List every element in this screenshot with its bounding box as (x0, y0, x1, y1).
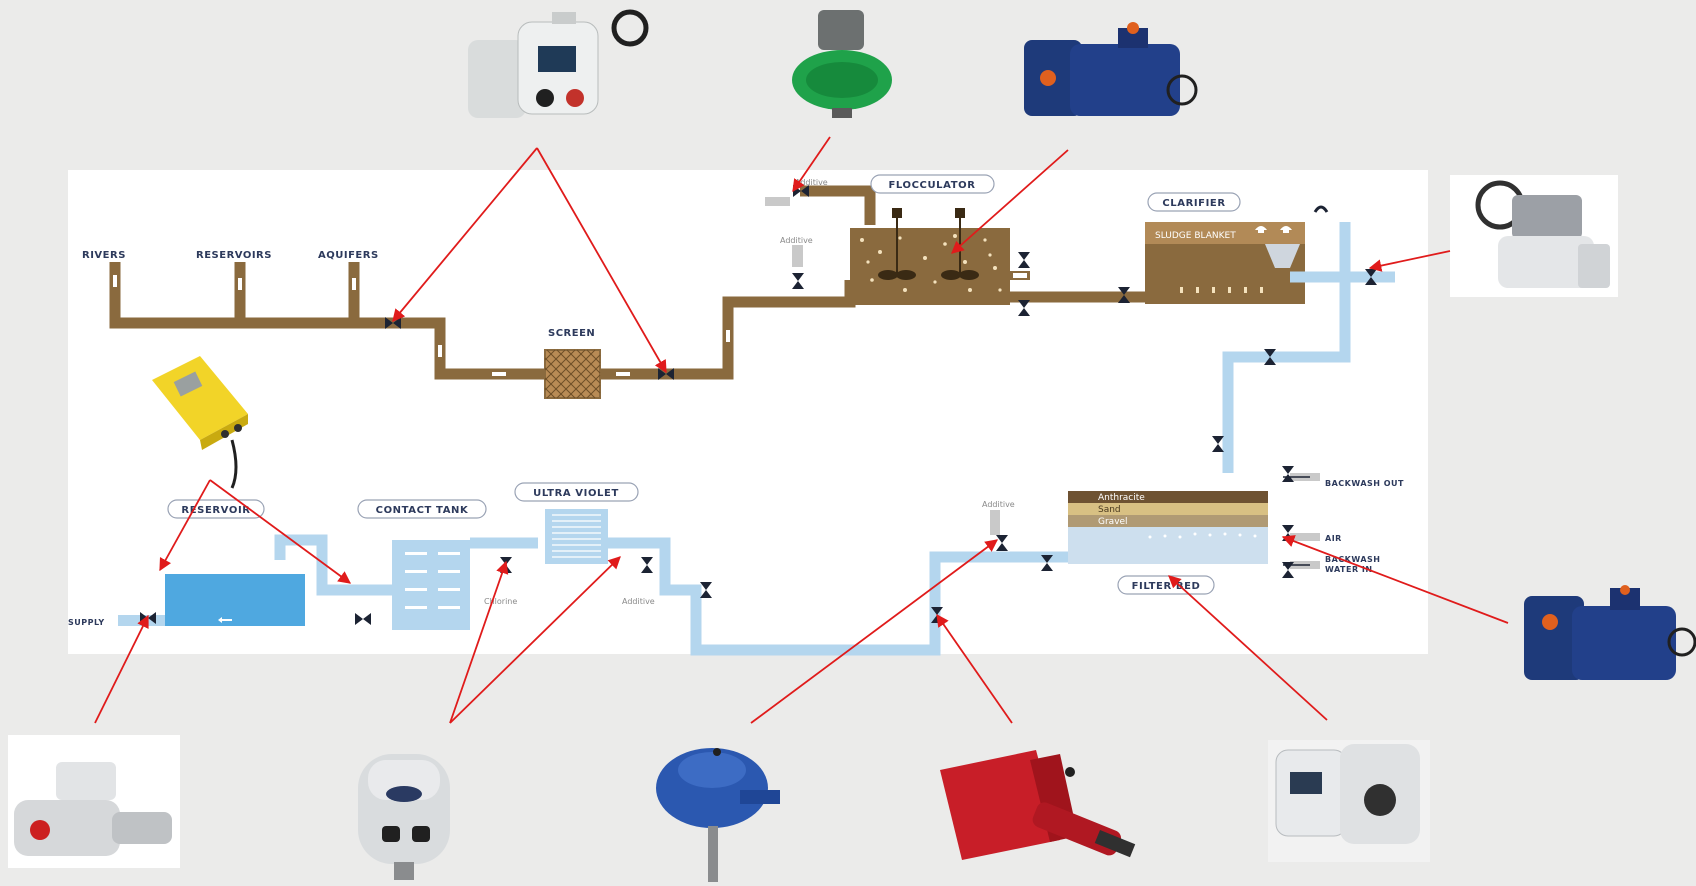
blue-part-turn-actuator-icon (1524, 585, 1696, 680)
label-reservoir: RESERVOIR (181, 505, 250, 516)
compact-electric-actuator-icon (358, 754, 450, 880)
intelligent-actuator-icon (1268, 740, 1430, 862)
clarifier-flow-arrows (1255, 226, 1292, 233)
screen-mesh-pattern (544, 349, 601, 399)
pill-filter-bed (1117, 575, 1215, 595)
electric-multiturn-actuator-icon (468, 9, 649, 118)
label-filter-bed: FILTER BED (1132, 581, 1201, 592)
reservoir-tank (165, 574, 305, 626)
top-additive-feed (765, 197, 790, 206)
clarifier-particles (1180, 287, 1263, 293)
label-backwash-in-2: WATER IN (1325, 565, 1373, 574)
diaphragm-actuator-icon (656, 748, 780, 882)
flow-arrows-raw (113, 275, 730, 376)
label-rivers: RIVERS (82, 250, 126, 261)
reservoir-arrow (218, 617, 232, 623)
filter-layer-gravel (1068, 515, 1268, 527)
flocculator-particles (860, 234, 1002, 292)
label-contact-tank: CONTACT TANK (376, 505, 469, 516)
label-flocculator: FLOCCULATOR (888, 180, 975, 191)
filter-air-bubbles (1148, 532, 1257, 539)
label-sludge-blanket: SLUDGE BLANKET (1155, 231, 1236, 241)
clean-water-pipes (274, 222, 1395, 656)
label-gravel: Gravel (1098, 517, 1128, 527)
label-aquifers: AQUIFERS (318, 250, 379, 261)
label-clarifier: CLARIFIER (1162, 198, 1225, 209)
label-air: AIR (1325, 534, 1342, 543)
pointer-arrows (94, 136, 1509, 724)
pill-clarifier (1147, 192, 1241, 212)
uv-unit (545, 509, 608, 564)
additive-feed (792, 245, 803, 267)
uv-lamps (552, 514, 601, 558)
pill-flocculator (870, 174, 995, 194)
label-chlorine: Chlorine (484, 597, 517, 606)
linear-pneumatic-actuator-icon (8, 735, 180, 868)
label-additive-uv: Additive (622, 597, 655, 606)
label-additive-floc: Additive (780, 236, 813, 245)
filter-layer-sand (1068, 503, 1268, 515)
label-supply: SUPPLY (68, 618, 105, 627)
label-anthracite: Anthracite (1098, 493, 1145, 503)
scotch-yoke-actuator-icon (940, 750, 1136, 860)
floc-outlet-slot (1013, 273, 1027, 278)
recirc-icon (1313, 205, 1329, 213)
flocculator-tank (850, 228, 1010, 305)
contact-tank-baffles (405, 552, 460, 609)
label-screen: SCREEN (548, 328, 595, 339)
filter-layer-anthracite (1068, 491, 1268, 503)
label-ultra-violet: ULTRA VIOLET (533, 488, 619, 499)
raw-water-pipes (109, 185, 1145, 380)
sludge-blanket (1145, 222, 1305, 244)
pill-ultra-violet (514, 482, 639, 502)
label-backwash-out: BACKWASH OUT (1325, 479, 1404, 488)
label-additive-filter: Additive (982, 500, 1015, 509)
label-reservoirs: RESERVOIRS (196, 250, 272, 261)
quarter-turn-controller-icon (152, 356, 248, 489)
explosion-proof-actuator-icon (1024, 22, 1198, 116)
clarifier-weir (1265, 244, 1300, 268)
filter-underdrain (1068, 527, 1268, 564)
pneumatic-valve-actuator-icon (792, 10, 892, 118)
gear-operated-valve-icon (1450, 175, 1618, 297)
pill-contact-tank (357, 499, 487, 519)
screen-mesh (544, 349, 601, 399)
label-additive-top: Additive (795, 178, 828, 187)
label-backwash-in-1: BACKWASH (1325, 555, 1380, 564)
label-sand: Sand (1098, 505, 1121, 515)
